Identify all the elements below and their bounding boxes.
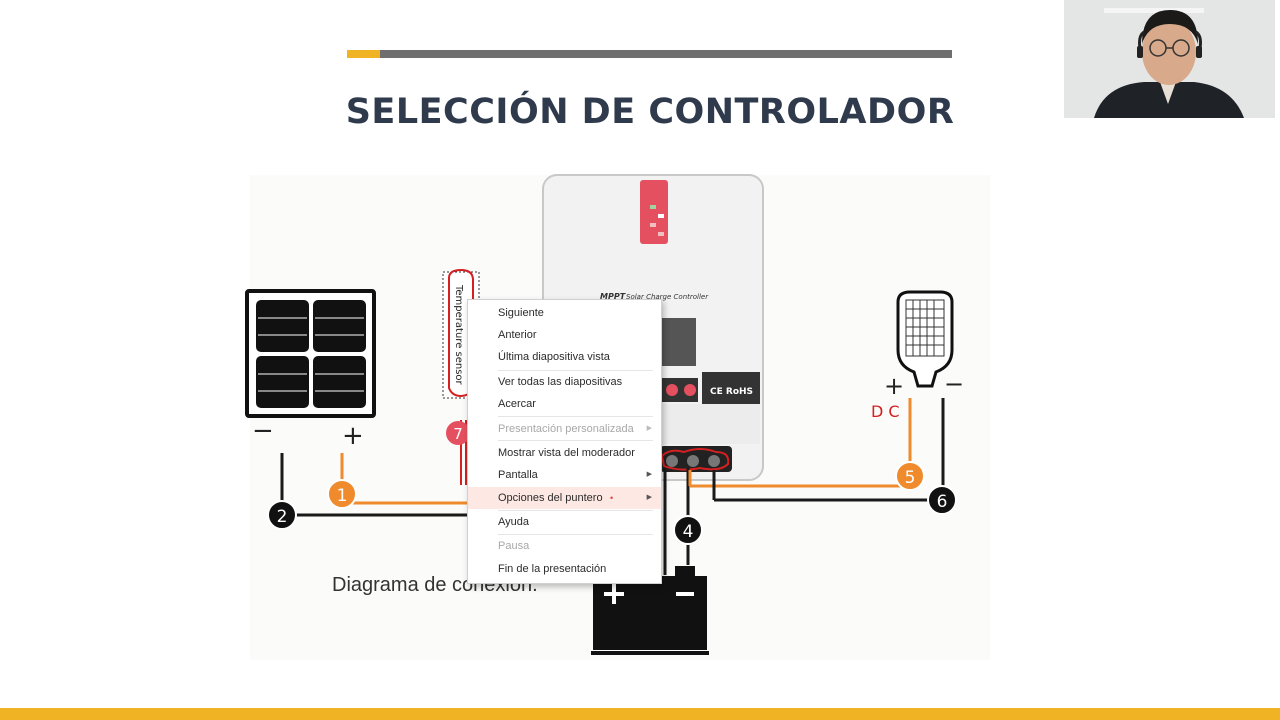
lamp-minus-label: − [944,370,964,398]
title-underline-bar [380,50,952,58]
webcam-video-feed [1064,0,1275,118]
menu-item-label: Pantalla [498,469,538,481]
terminal-badge-4 [673,515,703,545]
menu-item-mostrar-vista-del-moderador[interactable]: Mostrar vista del moderador [468,442,661,464]
terminal-badge-2 [267,500,297,530]
menu-item-anterior[interactable]: Anterior [468,324,661,346]
terminal-number-4: 4 [683,522,694,542]
menu-item-acercar[interactable]: Acercar [468,393,661,415]
menu-item-label: Pausa [498,540,530,552]
presenter-video-image [1064,0,1275,118]
title-accent-bar [347,50,380,58]
panel-plus-label: + [342,421,364,451]
menu-item-pantalla[interactable]: Pantalla ▶ [468,464,661,486]
menu-item-label: Fin de la presentación [498,563,607,575]
slide-title: SELECCIÓN DE CONTROLADOR [345,92,955,132]
menu-item-label: Ayuda [498,516,529,528]
terminal-number-7: 7 [453,425,463,443]
terminal-number-5: 5 [905,468,916,488]
menu-item-ayuda[interactable]: Ayuda [468,511,661,533]
controller-brand-label: MPPT [600,292,626,301]
submenu-arrow-icon: ▶ [646,425,652,432]
terminal-badge-1 [327,479,357,509]
certification-label: CE RoHS [710,387,753,397]
menu-item-siguiente[interactable]: Siguiente [468,302,661,324]
terminal-number-6: 6 [937,492,948,512]
battery-icon [591,566,709,655]
terminal-badge-7 [446,421,470,445]
slideshow-context-menu[interactable]: Siguiente Anterior Última diapositiva vi… [467,299,662,584]
led-lamp-icon [896,290,954,388]
menu-item-fin-de-la-presentacion[interactable]: Fin de la presentación [468,558,661,580]
menu-item-ver-todas-las-diapositivas[interactable]: Ver todas las diapositivas [468,371,661,393]
handwritten-annotation: D C [871,402,900,421]
terminal-badge-6 [927,485,957,515]
menu-item-label: Anterior [498,329,537,341]
lamp-plus-label: + [884,372,904,400]
menu-separator [498,440,653,441]
menu-item-label: Ver todas las diapositivas [498,376,623,388]
menu-item-presentacion-personalizada: Presentación personalizada ▶ [468,418,661,440]
menu-item-label: Última diapositiva vista [498,351,610,363]
solar-panel-icon [245,289,376,418]
menu-item-ultima-diapositiva-vista[interactable]: Última diapositiva vista [468,346,661,368]
menu-separator [498,510,653,511]
menu-separator [498,416,653,417]
menu-item-label: Acercar [498,398,536,410]
pointer-indicator-dot-icon: • [610,493,614,503]
menu-item-label: Siguiente [498,307,544,319]
temperature-sensor-label: Temperature sensor [453,284,464,386]
terminal-badge-5 [895,461,925,491]
menu-separator [498,534,653,535]
terminal-number-1: 1 [337,486,348,506]
menu-item-pausa: Pausa [468,535,661,557]
menu-item-label: Mostrar vista del moderador [498,447,635,459]
submenu-arrow-icon: ▶ [646,494,652,501]
menu-separator [498,370,653,371]
controller-title-label: Solar Charge Controller [626,293,709,301]
menu-item-label: Opciones del puntero [498,492,603,504]
terminal-number-2: 2 [277,507,288,527]
panel-minus-label: − [252,416,274,446]
menu-item-label: Presentación personalizada [498,423,634,435]
menu-item-opciones-del-puntero[interactable]: Opciones del puntero • ▶ [468,487,661,509]
submenu-arrow-icon: ▶ [646,471,652,478]
bottom-accent-bar [0,708,1280,720]
